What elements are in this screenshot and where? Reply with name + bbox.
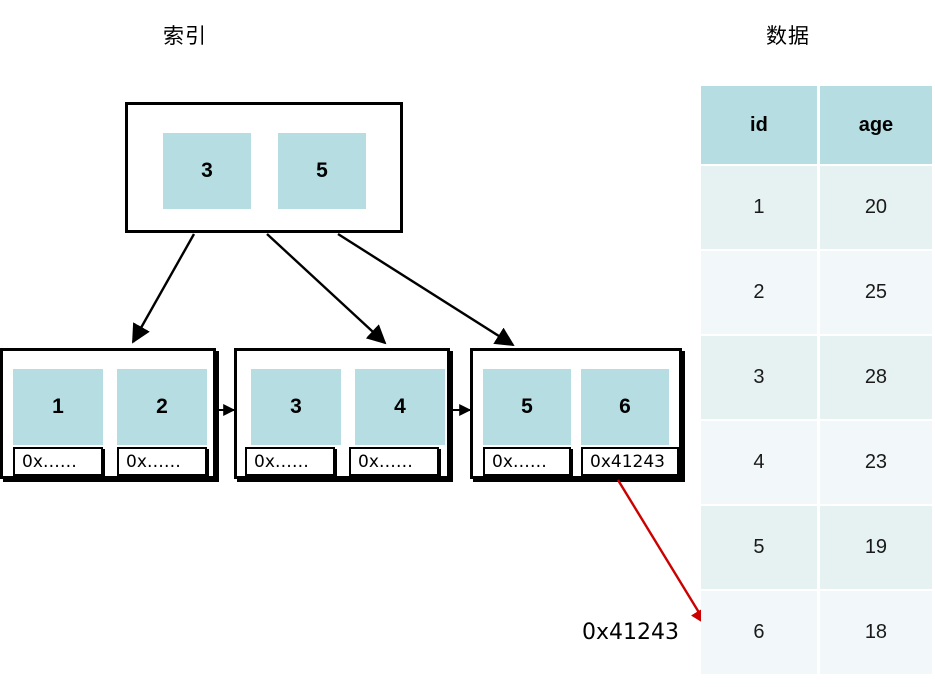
- leaf3-pointer-box-0[interactable]: 0x……: [483, 447, 571, 476]
- table-header-age: age: [819, 86, 932, 164]
- cell-age: 28: [819, 336, 932, 419]
- leaf3-pointer-box-1[interactable]: 0x41243: [581, 447, 679, 476]
- cell-age: 20: [819, 166, 932, 249]
- leaf1-key-cell-1[interactable]: 2: [117, 369, 207, 445]
- root-key-label: 5: [316, 159, 328, 182]
- cell-id: 2: [701, 251, 817, 334]
- table-body: 1 20 2 25 3 28 4 23 5 19 6 18: [701, 166, 932, 674]
- cell-id: 1: [701, 166, 817, 249]
- data-section-title: 数据: [766, 24, 810, 48]
- leaf-key-label: 5: [521, 395, 533, 418]
- edge-root-to-leaf2: [266, 233, 387, 345]
- leaf1-key-cell-0[interactable]: 1: [13, 369, 103, 445]
- table-row[interactable]: 4 23: [701, 421, 932, 504]
- leaf-key-label: 4: [394, 395, 406, 418]
- cell-age: 19: [819, 506, 932, 589]
- root-key-cell-0[interactable]: 3: [163, 133, 251, 209]
- leaf-key-label: 2: [156, 395, 168, 418]
- cell-id: 4: [701, 421, 817, 504]
- leaf3-key-cell-0[interactable]: 5: [483, 369, 571, 445]
- table-row[interactable]: 6 18: [701, 591, 932, 674]
- leaf2-pointer-box-1[interactable]: 0x……: [349, 447, 439, 476]
- pointer-label: 0x……: [22, 451, 77, 472]
- btree-root-node[interactable]: 3 5: [125, 102, 403, 233]
- leaf3-key-cell-1[interactable]: 6: [581, 369, 669, 445]
- table-row[interactable]: 1 20: [701, 166, 932, 249]
- index-section-title: 索引: [163, 24, 207, 48]
- cell-id: 5: [701, 506, 817, 589]
- leaf1-pointer-box-1[interactable]: 0x……: [117, 447, 207, 476]
- edge-root-to-leaf3: [337, 232, 515, 347]
- table-header-id: id: [701, 86, 817, 164]
- table-header-row: id age: [701, 86, 932, 164]
- pointer-label: 0x……: [492, 451, 547, 472]
- leaf-key-label: 1: [52, 395, 64, 418]
- cell-id: 3: [701, 336, 817, 419]
- root-key-label: 3: [201, 159, 213, 182]
- table-row[interactable]: 5 19: [701, 506, 932, 589]
- btree-leaf-node-1[interactable]: 1 0x…… 2 0x……: [0, 348, 216, 479]
- leaf2-key-cell-0[interactable]: 3: [251, 369, 341, 445]
- root-key-cell-1[interactable]: 5: [278, 133, 366, 209]
- pointer-label: 0x41243: [590, 451, 665, 472]
- address-annotation-label: 0x41243: [582, 620, 680, 645]
- data-table: id age 1 20 2 25 3 28 4 23 5 19: [698, 84, 935, 676]
- table-row[interactable]: 3 28: [701, 336, 932, 419]
- edge-root-to-leaf1: [131, 233, 196, 344]
- edge-pointer-to-data-row: [616, 479, 708, 626]
- table-row[interactable]: 2 25: [701, 251, 932, 334]
- leaf-key-label: 3: [290, 395, 302, 418]
- btree-leaf-node-3[interactable]: 5 0x…… 6 0x41243: [470, 348, 682, 479]
- leaf-key-label: 6: [619, 395, 631, 418]
- leaf2-key-cell-1[interactable]: 4: [355, 369, 445, 445]
- pointer-label: 0x……: [358, 451, 413, 472]
- leaf2-pointer-box-0[interactable]: 0x……: [245, 447, 335, 476]
- cell-age: 25: [819, 251, 932, 334]
- cell-id: 6: [701, 591, 817, 674]
- cell-age: 23: [819, 421, 932, 504]
- cell-age: 18: [819, 591, 932, 674]
- pointer-label: 0x……: [254, 451, 309, 472]
- pointer-label: 0x……: [126, 451, 181, 472]
- btree-leaf-node-2[interactable]: 3 0x…… 4 0x……: [234, 348, 450, 479]
- leaf1-pointer-box-0[interactable]: 0x……: [13, 447, 103, 476]
